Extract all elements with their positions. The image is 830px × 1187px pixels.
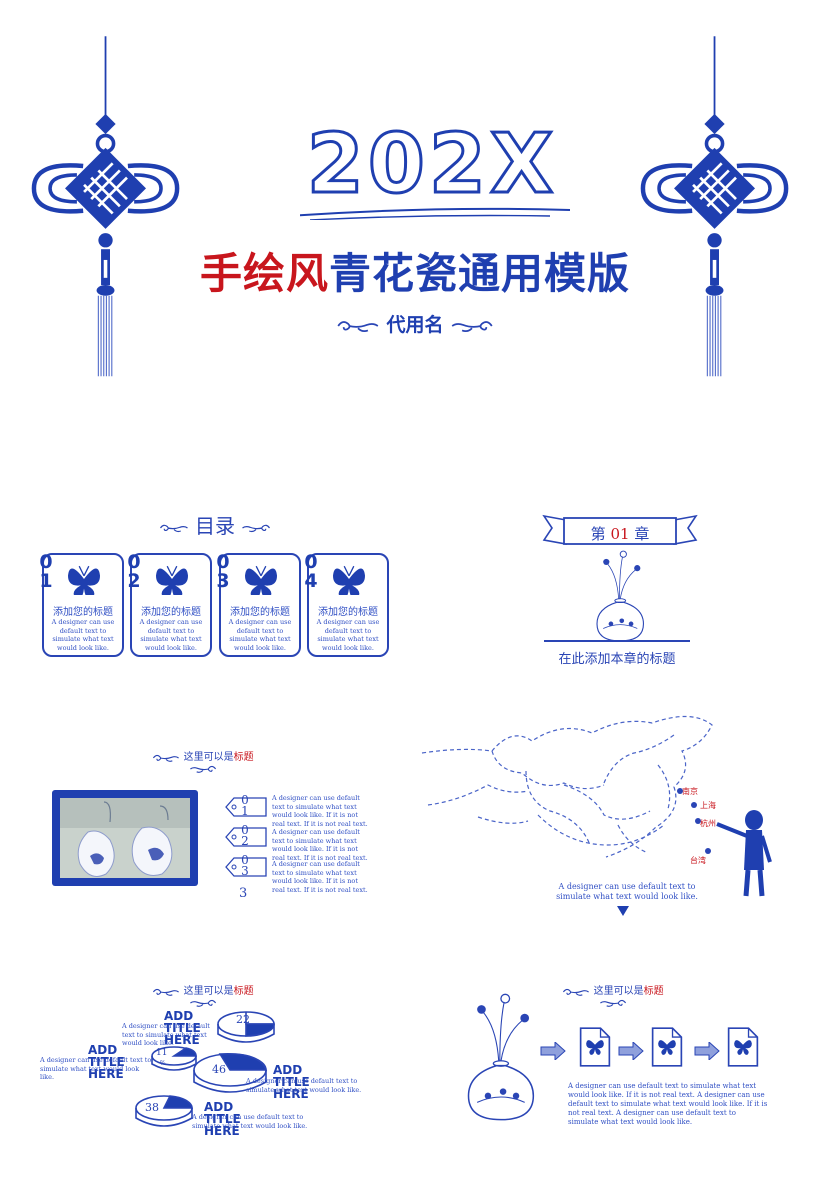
toc-card-text: A designer can use default text to simul…	[139, 618, 203, 652]
tag-extra-number: 3	[239, 886, 248, 901]
swirl-right-icon	[242, 524, 271, 532]
toc-heading: 目录	[195, 514, 235, 538]
triangle-down-icon	[617, 906, 629, 916]
photo-text-2: A designer can use default text to simul…	[272, 828, 368, 862]
swirl-left-icon	[153, 988, 180, 996]
map-label: 杭州	[700, 819, 716, 828]
swirl-right-icon	[451, 320, 493, 332]
document-butterfly-icon	[579, 1027, 611, 1067]
vase-icon	[467, 993, 535, 1121]
butterfly-icon	[67, 565, 101, 595]
cover-title-red: 手绘风	[199, 249, 329, 298]
toc-card-title: 添加您的标题	[318, 607, 378, 618]
pie-value: 46	[212, 1063, 226, 1076]
chinese-knot-right-icon	[634, 16, 804, 401]
swirl-left-icon	[159, 524, 188, 532]
swirl-right-icon	[599, 999, 627, 1007]
toc-card-title: 添加您的标题	[141, 607, 201, 618]
map-label: 上海	[700, 801, 716, 810]
butterfly-icon	[155, 565, 189, 595]
photo-slide-heading: 这里可以是标题	[138, 748, 268, 774]
china-map	[421, 715, 713, 858]
process-slide-heading: 这里可以是标题	[548, 982, 678, 1008]
tag-icon	[225, 827, 267, 847]
toc-heading-row: 目录	[140, 510, 290, 539]
earrings-photo	[60, 798, 190, 878]
toc-card-title: 添加您的标题	[230, 607, 290, 618]
pointing-figure-icon	[716, 810, 772, 897]
toc-card-title: 添加您的标题	[53, 607, 113, 618]
butterfly-icon	[244, 565, 278, 595]
cover-year-text: 202X	[307, 120, 557, 212]
toc-card-text: A designer can use default text to simul…	[51, 618, 115, 652]
map-label: 台湾	[690, 856, 706, 865]
chapter-divider	[544, 640, 690, 642]
pie-stack	[135, 1011, 275, 1127]
cover-year: 202X	[289, 116, 571, 221]
butterfly-icon	[332, 565, 366, 595]
pie-percent: %	[160, 1060, 166, 1067]
toc-card-text: A designer can use default text to simul…	[316, 618, 380, 652]
cover-title-blue: 青花瓷通用模版	[329, 249, 631, 298]
pie-text-1: A designer can use default text to simul…	[122, 1022, 210, 1048]
swirl-right-icon	[189, 765, 217, 773]
map-caption: A designer can use default text to simul…	[556, 882, 698, 901]
vase-icon	[596, 550, 644, 642]
pie-value: 22	[236, 1013, 250, 1026]
swirl-left-icon	[153, 754, 180, 762]
pie-text-2: A designer can use default text to simul…	[40, 1056, 152, 1082]
document-butterfly-icon	[651, 1027, 683, 1067]
tag-icon	[225, 797, 267, 817]
cover-subtitle: 代用名	[386, 314, 444, 336]
arrow-right-icon	[540, 1042, 566, 1060]
chapter-number: 01	[610, 525, 630, 543]
chapter-caption: 在此添加本章的标题	[558, 652, 676, 667]
photo-text-3: A designer can use default text to simul…	[272, 860, 368, 894]
cover-title: 手绘风青花瓷通用模版	[180, 240, 650, 301]
photo-text-1: A designer can use default text to simul…	[272, 794, 368, 828]
chapter-ribbon-text: 第 01 章	[590, 525, 650, 543]
process-text: A designer can use default text to simul…	[568, 1082, 768, 1126]
document-butterfly-icon	[727, 1027, 759, 1067]
swirl-left-icon	[337, 320, 379, 332]
chapter-ribbon	[542, 514, 698, 545]
cover-subtitle-row: 代用名	[300, 310, 530, 337]
pie-text-4: A designer can use default text to simul…	[192, 1113, 308, 1130]
swirl-left-icon	[563, 988, 590, 996]
pie-value: 38	[145, 1101, 159, 1114]
toc-card-text: A designer can use default text to simul…	[228, 618, 292, 652]
arrow-right-icon	[618, 1042, 644, 1060]
pie-slide-heading: 这里可以是标题	[138, 982, 268, 1008]
pie-text-3: A designer can use default text to simul…	[246, 1077, 362, 1094]
map-label: 南京	[682, 787, 698, 796]
pie-value: 11	[156, 1048, 168, 1058]
photo-frame	[52, 790, 198, 886]
arrow-right-icon	[694, 1042, 720, 1060]
chinese-knot-left-icon	[25, 16, 195, 401]
tag-icon	[225, 857, 267, 877]
